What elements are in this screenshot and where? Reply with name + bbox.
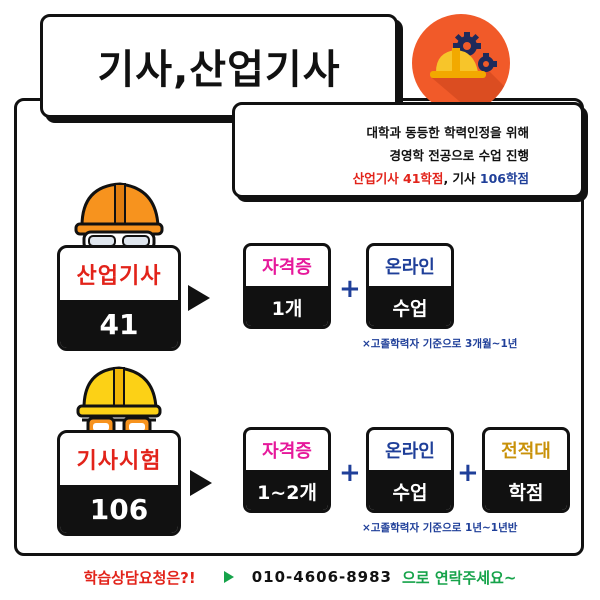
plus-sign: + bbox=[457, 458, 479, 488]
industrial-engineer-box: 산업기사 41 bbox=[57, 245, 181, 351]
info-line-1: 대학과 동등한 학력인정을 위해 bbox=[366, 125, 529, 140]
engineer-exam-label: 기사시험 bbox=[76, 449, 162, 474]
industrial-credits: 산업기사 41학점 bbox=[352, 171, 444, 186]
info-box: 대학과 동등한 학력인정을 위해 경영학 전공으로 수업 진행 산업기사 41학… bbox=[232, 102, 584, 198]
transfer-label: 전적대 bbox=[501, 441, 551, 462]
title-box: 기사,산업기사 bbox=[40, 14, 398, 118]
credit-label: 학점 bbox=[485, 470, 567, 510]
contact-footer: 학습상담요청은?! 010-4606-8983 으로 연락주세요~ bbox=[0, 566, 600, 588]
certificate-count: 1개 bbox=[246, 286, 328, 326]
page-title: 기사,산업기사 bbox=[97, 47, 341, 93]
info-separator: , bbox=[443, 171, 453, 186]
class-label: 수업 bbox=[369, 286, 451, 326]
certificate-card: 자격증 1~2개 bbox=[243, 427, 331, 513]
helmet-gears-icon bbox=[412, 14, 510, 112]
certificate-label: 자격증 bbox=[262, 441, 312, 462]
phone-number[interactable]: 010-4606-8983 bbox=[251, 568, 392, 586]
plus-sign: + bbox=[339, 274, 361, 304]
play-arrow-icon bbox=[223, 571, 234, 583]
online-label: 온라인 bbox=[385, 441, 435, 462]
online-class-card: 온라인 수업 bbox=[366, 243, 454, 329]
engineer-credits: 106학점 bbox=[479, 171, 529, 186]
duration-note: ×고졸학력자 기준으로 1년~1년반 bbox=[362, 522, 518, 534]
engineer-label: 기사 bbox=[452, 171, 480, 186]
industrial-engineer-label: 산업기사 bbox=[76, 264, 162, 289]
online-class-card: 온라인 수업 bbox=[366, 427, 454, 513]
arrow-right-icon bbox=[188, 285, 210, 311]
industrial-engineer-credits: 41 bbox=[60, 300, 178, 348]
duration-note: ×고졸학력자 기준으로 3개월~1년 bbox=[362, 338, 518, 350]
contact-tail: 으로 연락주세요~ bbox=[402, 568, 517, 587]
certificate-label: 자격증 bbox=[262, 257, 312, 278]
engineer-exam-box: 기사시험 106 bbox=[57, 430, 181, 536]
transfer-credit-card: 전적대 학점 bbox=[482, 427, 570, 513]
info-line-2: 경영학 전공으로 수업 진행 bbox=[389, 148, 529, 163]
certificate-count: 1~2개 bbox=[246, 470, 328, 510]
arrow-right-icon bbox=[190, 470, 212, 496]
plus-sign: + bbox=[339, 458, 361, 488]
info-line-3: 산업기사 41학점, 기사 106학점 bbox=[235, 167, 529, 190]
orange-helmet-goggles-icon bbox=[74, 182, 164, 252]
class-label: 수업 bbox=[369, 470, 451, 510]
certificate-card: 자격증 1개 bbox=[243, 243, 331, 329]
consult-question: 학습상담요청은?! bbox=[83, 568, 196, 587]
online-label: 온라인 bbox=[385, 257, 435, 278]
engineer-exam-credits: 106 bbox=[60, 485, 178, 533]
